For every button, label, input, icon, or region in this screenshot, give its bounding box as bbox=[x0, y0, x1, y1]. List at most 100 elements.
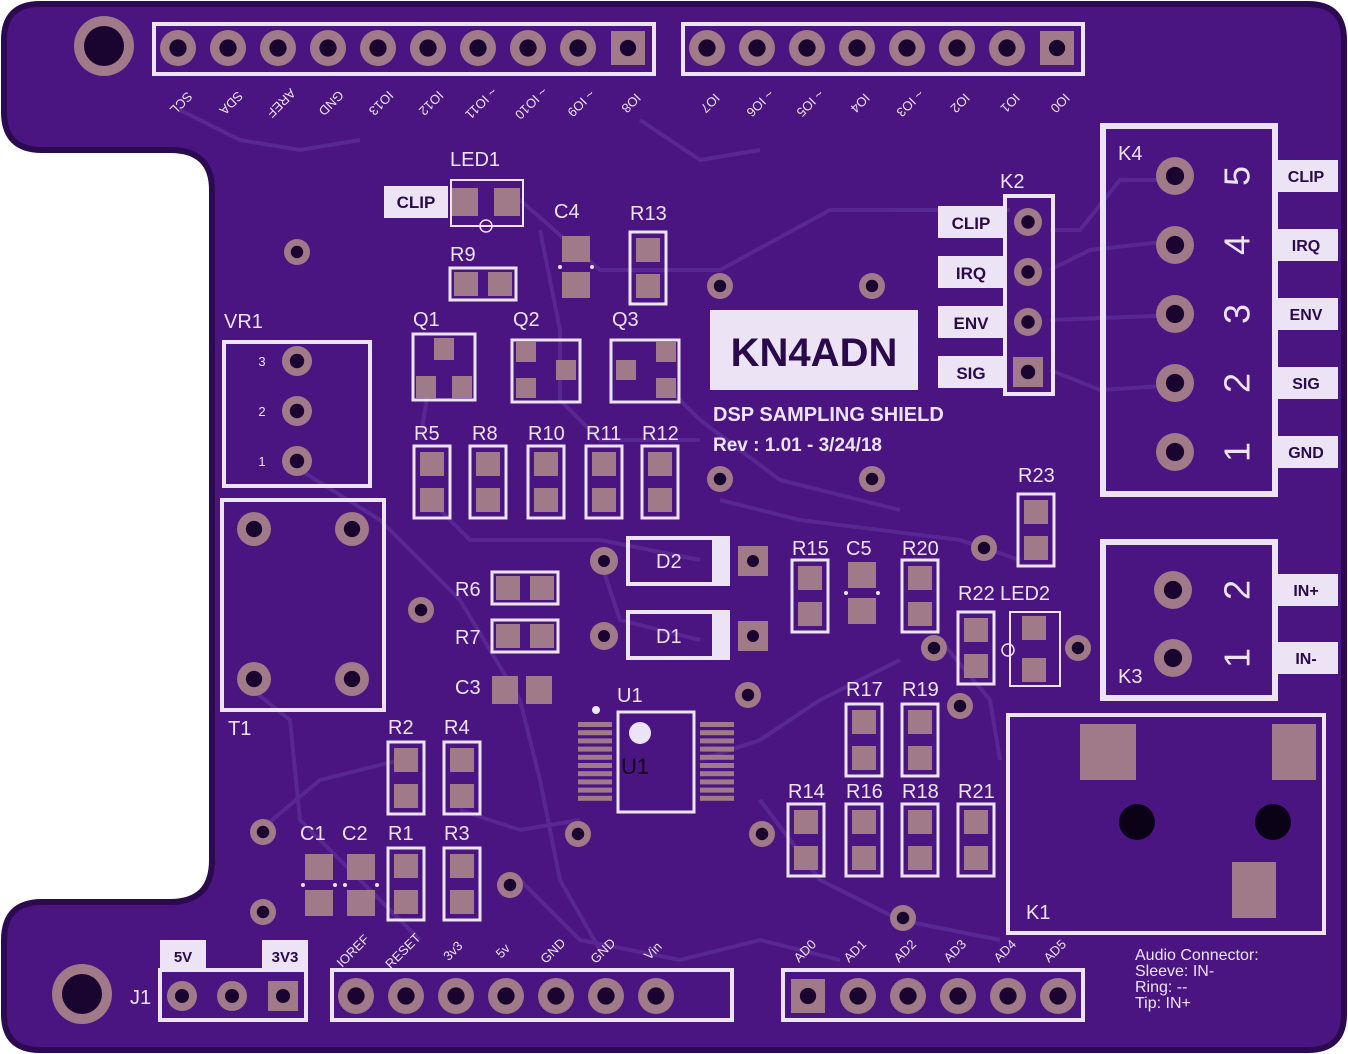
k4-pin bbox=[1156, 364, 1194, 402]
via bbox=[921, 635, 947, 661]
header-bottom-right-pin bbox=[840, 978, 876, 1014]
c5: C5 bbox=[844, 538, 880, 624]
r23: R23 bbox=[1016, 465, 1056, 568]
k4-pin-label: IRQ bbox=[1292, 238, 1320, 255]
r1: R1 bbox=[386, 823, 426, 922]
k3-tab bbox=[1275, 642, 1338, 674]
header-top-right-pin bbox=[839, 30, 875, 66]
u1-label-top: U1 bbox=[617, 685, 643, 707]
r2: R2 bbox=[386, 717, 426, 816]
header-top-right-pin-square bbox=[1040, 31, 1074, 65]
r19-label: R19 bbox=[902, 679, 939, 701]
c4-label: C4 bbox=[554, 201, 580, 223]
mounting-hole-top-left bbox=[74, 16, 134, 76]
r7-label: R7 bbox=[455, 627, 481, 649]
r14: R14 bbox=[786, 781, 826, 878]
k3-pin-number: 1 bbox=[1217, 648, 1258, 668]
r22-label: R22 bbox=[958, 583, 995, 605]
header-top-left-pin-square bbox=[611, 31, 645, 65]
k4-pin-number: 3 bbox=[1217, 304, 1258, 324]
k2-tab bbox=[938, 206, 1004, 238]
r16: R16 bbox=[844, 781, 884, 878]
u1-pin bbox=[578, 771, 612, 777]
header-top-right-pin bbox=[939, 30, 975, 66]
vias bbox=[250, 239, 1091, 931]
u1-pin bbox=[700, 771, 734, 777]
header-top-left-pin bbox=[310, 30, 346, 66]
r8-label: R8 bbox=[472, 423, 498, 445]
led2-label: LED2 bbox=[1000, 583, 1050, 605]
audio-note-line: Ring: -- bbox=[1135, 979, 1187, 996]
header-top-right-pin bbox=[789, 30, 825, 66]
q3-label: Q3 bbox=[612, 309, 639, 331]
k4-tab bbox=[1275, 229, 1338, 261]
u1-pin bbox=[700, 795, 734, 801]
r20: R20 bbox=[900, 538, 940, 634]
r14-label: R14 bbox=[788, 781, 825, 803]
r10-label: R10 bbox=[528, 423, 565, 445]
led2: LED2 bbox=[1000, 583, 1061, 687]
header-top-right-pin bbox=[689, 30, 725, 66]
c2: C2 bbox=[342, 823, 379, 916]
k2-pin-label: SIG bbox=[956, 364, 985, 383]
c2-label: C2 bbox=[342, 823, 368, 845]
r6: R6 bbox=[455, 570, 560, 606]
header-bottom-right-pin bbox=[940, 978, 976, 1014]
k4-pin bbox=[1156, 226, 1194, 264]
k3-label: K3 bbox=[1118, 666, 1142, 688]
t1-pin bbox=[237, 512, 271, 546]
vr1-pin bbox=[282, 346, 312, 376]
u1-pin bbox=[578, 722, 612, 727]
k4-pin-label: SIG bbox=[1292, 376, 1320, 393]
via bbox=[947, 693, 973, 719]
r1-label: R1 bbox=[388, 823, 414, 845]
led1: LED1 CLIP bbox=[384, 149, 524, 233]
r19: R19 bbox=[900, 679, 940, 778]
r15: R15 bbox=[790, 538, 830, 634]
u1-pin bbox=[578, 738, 612, 744]
r3-label: R3 bbox=[444, 823, 470, 845]
u1-pin bbox=[700, 738, 734, 744]
r18-label: R18 bbox=[902, 781, 939, 803]
d1-label: D1 bbox=[656, 626, 682, 648]
r5: R5 bbox=[412, 423, 452, 520]
header-bottom-right-pin bbox=[890, 978, 926, 1014]
via bbox=[250, 819, 276, 845]
k4-tab bbox=[1275, 160, 1338, 192]
r8: R8 bbox=[468, 423, 508, 520]
header-bottom-left-pin bbox=[638, 978, 674, 1014]
k4-pin bbox=[1156, 295, 1194, 333]
header-bottom-left-pin bbox=[438, 978, 474, 1014]
c3: C3 bbox=[455, 676, 552, 704]
k2-label: K2 bbox=[1000, 171, 1024, 193]
k4-tab bbox=[1275, 298, 1338, 330]
via bbox=[565, 821, 591, 847]
r17: R17 bbox=[844, 679, 884, 778]
r11-label: R11 bbox=[586, 423, 621, 445]
header-top-left-pin bbox=[560, 30, 596, 66]
u1-pin bbox=[578, 730, 612, 736]
u1-pin bbox=[700, 763, 734, 768]
k4-pin-label: ENV bbox=[1290, 307, 1323, 324]
callsign: KN4ADN bbox=[731, 331, 898, 375]
r13-label: R13 bbox=[630, 203, 667, 225]
k2-tab bbox=[938, 356, 1004, 388]
q1-label: Q1 bbox=[413, 309, 440, 331]
header-top-left-pin bbox=[160, 30, 196, 66]
c1-label: C1 bbox=[300, 823, 326, 845]
vr1-pin bbox=[282, 396, 312, 426]
r11: R11 bbox=[584, 423, 624, 520]
r23-label: R23 bbox=[1018, 465, 1055, 487]
k1-label: K1 bbox=[1026, 902, 1050, 924]
r21-label: R21 bbox=[958, 781, 995, 803]
k2-pin-label: IRQ bbox=[956, 264, 986, 283]
r15-label: R15 bbox=[792, 538, 829, 560]
r9: R9 bbox=[448, 244, 518, 302]
r21: R21 bbox=[956, 781, 996, 878]
u1-pin bbox=[578, 795, 612, 801]
header-bottom-left-pin bbox=[588, 978, 624, 1014]
